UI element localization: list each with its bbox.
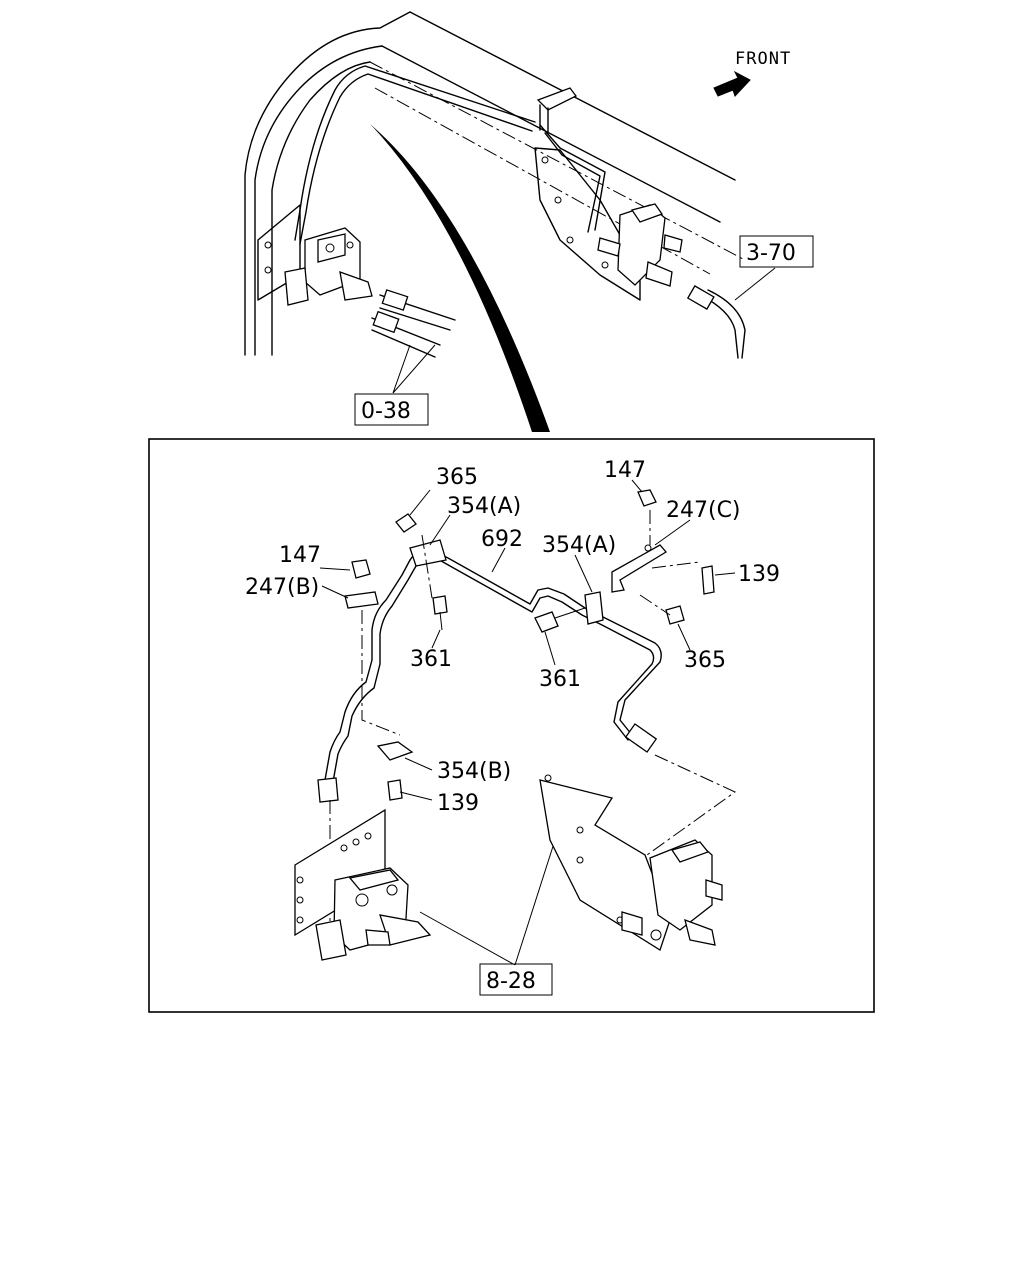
callout-247c: 247(C) [666, 498, 741, 523]
front-label: FRONT [735, 49, 791, 69]
callout-139-left: 139 [437, 791, 479, 816]
right-valve-assembly [539, 774, 723, 951]
callout-147-left: 147 [279, 543, 321, 568]
callout-247b: 247(B) [245, 575, 319, 600]
detail-frame [148, 438, 875, 1013]
reference-0-38: 0-38 [361, 399, 411, 424]
callout-692: 692 [481, 527, 523, 552]
front-direction-arrow: FRONT [713, 49, 791, 97]
overview-frame-view [244, 11, 776, 394]
reference-8-28: 8-28 [486, 969, 536, 994]
reference-box-0-38[interactable]: 0-38 [354, 393, 429, 426]
callout-365-right: 365 [684, 648, 726, 673]
callout-139-right: 139 [738, 562, 780, 587]
callout-labels: 365 354(A) 692 147 247(B) 361 147 247(C)… [245, 458, 780, 816]
callout-147-right: 147 [604, 458, 646, 483]
callout-354a-left: 354(A) [447, 494, 521, 519]
callout-354b: 354(B) [437, 759, 511, 784]
reference-box-8-28[interactable]: 8-28 [479, 963, 553, 996]
callout-365-top: 365 [436, 465, 478, 490]
callout-361-left: 361 [410, 647, 452, 672]
left-valve-assembly [294, 808, 432, 961]
detail-pipe-assembly [317, 479, 736, 966]
reference-3-70: 3-70 [746, 241, 796, 266]
callout-354a-right: 354(A) [542, 533, 616, 558]
reference-box-3-70[interactable]: 3-70 [739, 235, 814, 268]
callout-361-mid: 361 [539, 667, 581, 692]
detail-view-arrow [370, 124, 550, 432]
